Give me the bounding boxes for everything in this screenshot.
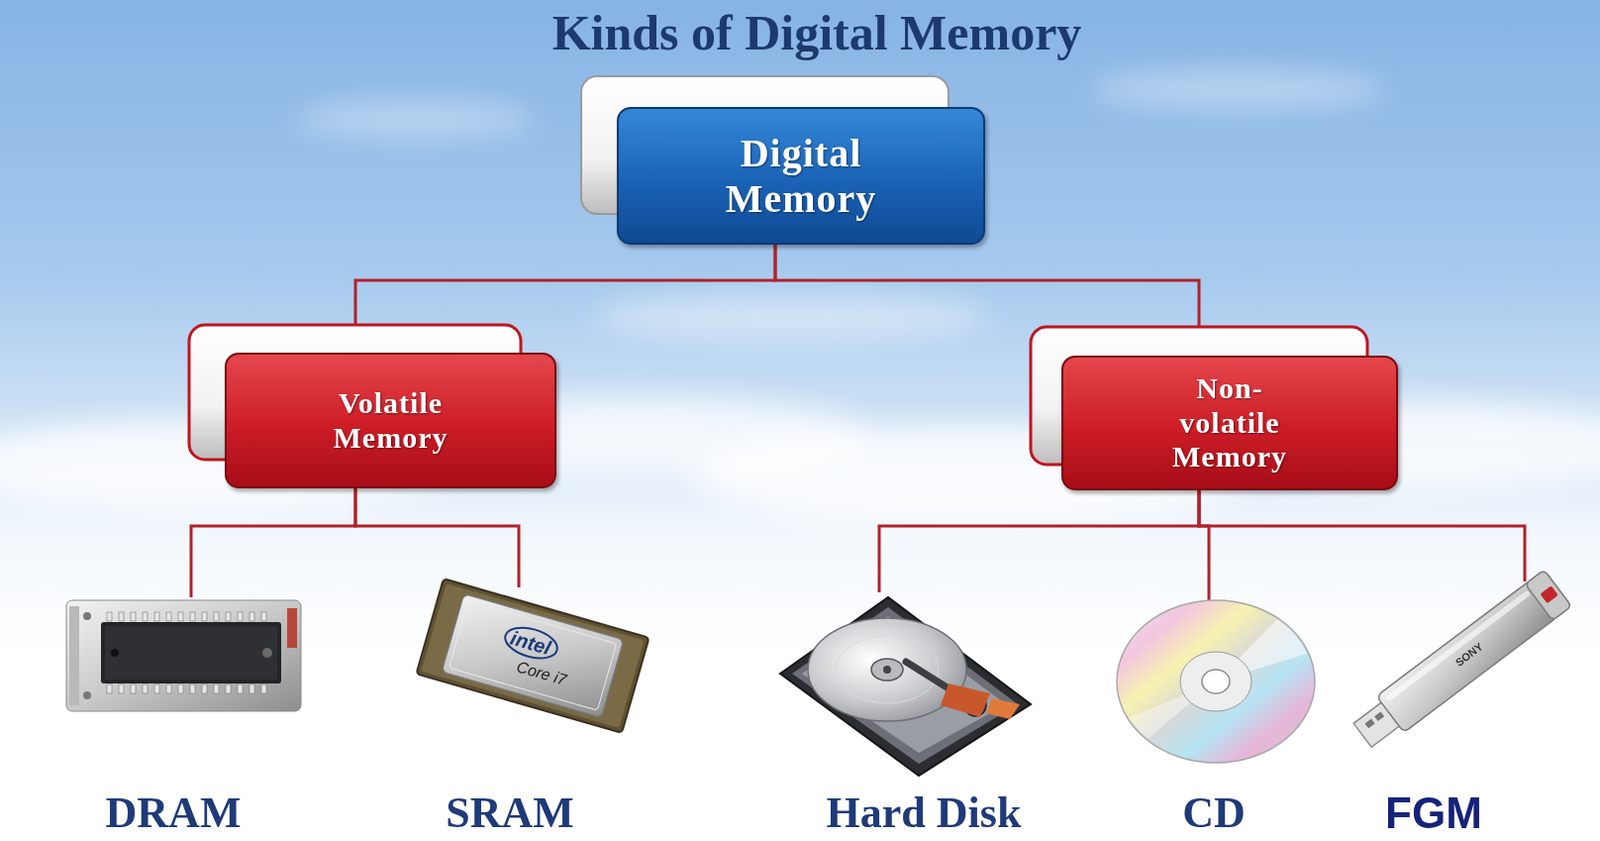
- dram-chip: [166, 684, 172, 694]
- dram-chip: [213, 684, 219, 694]
- category-box: Non-volatile Memory: [1061, 355, 1399, 491]
- category-box: Volatile Memory: [224, 352, 557, 489]
- dram-chip: [83, 611, 92, 620]
- dram-chip: [100, 621, 282, 684]
- dram-chip: [178, 611, 184, 621]
- compact-disc: [1116, 600, 1315, 763]
- dram-chip: [225, 684, 231, 694]
- tree-connector: [1199, 490, 1525, 582]
- dram-chip: [142, 684, 148, 694]
- usb-stick: [1524, 569, 1572, 620]
- root-box: Digital Memory: [616, 106, 986, 245]
- item-caption: SRAM: [445, 791, 575, 835]
- dram-chip: [66, 600, 301, 711]
- dram-chip: [201, 611, 207, 621]
- clouds: [594, 292, 991, 342]
- diagram-title: Kinds of Digital Memory: [552, 5, 1083, 61]
- cpu-chip: [420, 583, 644, 728]
- hard-disk: [792, 606, 1018, 764]
- dram-chip: [287, 607, 298, 648]
- dram-chip: [110, 648, 119, 657]
- cpu-chip: [501, 621, 562, 664]
- item-caption: DRAM: [105, 791, 242, 835]
- cpu-chip: [415, 578, 649, 733]
- dram-chip: [249, 611, 255, 621]
- dram-chip: [237, 684, 243, 694]
- dram-chip: [104, 625, 278, 680]
- usb-stick: [1385, 590, 1531, 702]
- dram-chip: [106, 611, 267, 694]
- usb-stick: [1348, 569, 1572, 753]
- dram-chip: [118, 684, 124, 694]
- tree-connector: [355, 488, 519, 588]
- brand-mark: SONY: [1453, 640, 1486, 669]
- compact-disc: [1201, 669, 1230, 694]
- box-label: Digital Memory: [725, 130, 878, 222]
- dram-chip: [83, 691, 92, 700]
- dram-chip: [213, 611, 219, 621]
- item-caption: FGM: [1385, 791, 1483, 835]
- hard-disk: [801, 615, 1006, 753]
- dram-chip: [178, 684, 184, 694]
- hard-disk: [780, 597, 1031, 776]
- dram-chip: [130, 611, 136, 621]
- usb-stick: [1376, 579, 1558, 732]
- dram-chip: [249, 684, 255, 694]
- memory-item: DRAM: [59, 597, 288, 835]
- clouds: [297, 100, 535, 137]
- dram-chip: [190, 684, 196, 694]
- dram-chip: [262, 647, 273, 658]
- dram-chip: [201, 684, 207, 694]
- chip-logo: intel: [507, 627, 553, 659]
- dram-chip: [69, 605, 80, 705]
- usb-stick: [1374, 710, 1385, 721]
- dram-chip: [154, 611, 160, 621]
- clouds: [0, 69, 1600, 525]
- hard-disk: [883, 665, 892, 674]
- dram-chip: [166, 611, 172, 621]
- dram-chip: [66, 600, 301, 711]
- dram-chip: [142, 611, 148, 621]
- compact-disc: [1180, 651, 1252, 711]
- memory-item: Hard Disk: [780, 592, 1068, 835]
- cpu-chip: [415, 578, 649, 733]
- usb-stick: [1365, 718, 1376, 729]
- item-caption: Hard Disk: [826, 791, 1022, 835]
- hard-disk: [871, 658, 903, 681]
- usb-stick: [1539, 585, 1558, 603]
- dram-chip: [130, 684, 136, 694]
- box-label: Volatile Memory: [333, 386, 449, 455]
- tree-connector: [191, 488, 356, 598]
- dram-chip: [106, 684, 112, 694]
- clouds: [1089, 69, 1387, 109]
- dram-chip: [106, 611, 112, 621]
- dram-chip: [118, 611, 124, 621]
- hard-disk: [780, 597, 1031, 776]
- dram-chip: [154, 684, 160, 694]
- tree-connector: [879, 490, 1200, 593]
- cpu-chip: [441, 593, 624, 717]
- chip-model: Core i7: [514, 658, 569, 689]
- dram-chip: [237, 611, 243, 621]
- box-label: Non-volatile Memory: [1172, 371, 1288, 475]
- compact-disc: [1116, 600, 1315, 763]
- hard-disk: [940, 683, 991, 717]
- item-caption: CD: [1182, 791, 1246, 835]
- dram-chip: [225, 611, 231, 621]
- memory-item: FGM: [1326, 581, 1541, 835]
- dram-chip: [190, 611, 196, 621]
- hard-disk: [986, 698, 1020, 719]
- dram-chip: [261, 684, 267, 694]
- memory-item: SRAM: [400, 587, 619, 835]
- memory-item: CD: [1116, 601, 1311, 835]
- dram-chip: [261, 611, 267, 621]
- cpu-chip: [448, 600, 616, 710]
